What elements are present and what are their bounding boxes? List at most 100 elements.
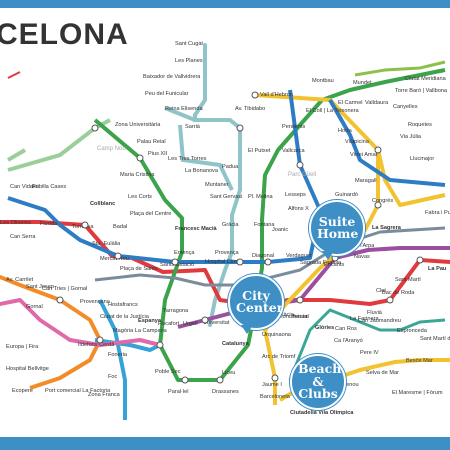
station-label: Mundet [353, 80, 372, 86]
station-label: El Coll | La Teixonera [306, 108, 360, 114]
station-label: Palau Reial [137, 139, 166, 145]
station-label: Ca l'Aranyó [334, 338, 363, 344]
station-label: Tarragona [163, 308, 189, 314]
station-dot [181, 376, 189, 384]
station-dot [264, 258, 272, 266]
station-dot [271, 374, 279, 382]
station-label: Besòs Mar [406, 358, 433, 364]
station-label: Fluvià [367, 310, 383, 316]
highlight-city-center[interactable]: City Center [228, 274, 284, 330]
station-label: Canyelles [393, 104, 418, 110]
station-label: Zona Universitària [115, 122, 161, 128]
station-label: La Bonanova [185, 168, 219, 174]
station-label: Poblenou [335, 382, 359, 388]
station-label: Torre Baró | Vallbona [395, 88, 448, 94]
station-label: Sta. Eulàlia [92, 241, 121, 247]
line-l8 [0, 298, 161, 347]
city-center-pin [241, 325, 253, 334]
station-label: Sant Josep [26, 284, 54, 290]
line-fgc-sarria [164, 106, 196, 122]
station-label: Gornal [26, 304, 43, 310]
station-label: Espanya [138, 318, 162, 324]
station-label: Les Planes [175, 58, 203, 64]
station-label: Can Serra [10, 234, 36, 240]
park-label-camp-nou: Camp Nou [97, 146, 126, 152]
station-dot [296, 161, 304, 169]
station-label: Can Jaumandreu [358, 318, 401, 324]
city-title: CELONA [0, 18, 129, 51]
station-label: Barceloneta [260, 394, 291, 400]
station-label: Gràcia [222, 222, 239, 228]
station-dot [251, 91, 259, 99]
station-label: Sagrada Família [300, 260, 342, 266]
station-label: Llucmajor [410, 156, 434, 162]
line-l5 [7, 89, 322, 264]
station-labels: Sant Cugat Les Planes Baixador de Vallvi… [0, 41, 450, 416]
station-label: Av. Carrilet [6, 277, 34, 283]
station-label: Congrés [372, 198, 393, 204]
station-label: Universitat [203, 320, 230, 326]
line-l1 [0, 220, 450, 308]
station-label: Glòries [315, 325, 334, 331]
station-label: Monumental [278, 314, 309, 320]
station-dot [96, 336, 104, 344]
line-l11 [354, 60, 446, 77]
station-dot [201, 316, 209, 324]
highlight-beach-clubs[interactable]: Beach & Clubs [290, 354, 346, 410]
station-label: Reina Elisenda [165, 106, 204, 112]
station-label: Port comercial La Factoria [45, 388, 111, 394]
station-label: Florida [40, 221, 58, 227]
highlight-suite-home[interactable]: Suite Home [309, 200, 365, 256]
station-label: Magòria La Campana [113, 328, 168, 334]
station-label: Sant Gervasi [210, 194, 242, 200]
station-label: Sant Martí de Provençals [420, 336, 450, 342]
station-label: Liceu [222, 370, 235, 376]
station-label: Rocafort [158, 321, 180, 327]
station-label: Hostafrancs [108, 302, 138, 308]
station-label: Urgell [183, 321, 198, 327]
station-label: Jaume I [262, 382, 282, 388]
station-dot [216, 376, 224, 384]
station-label: Virrei Amat [350, 152, 378, 158]
station-dot [114, 252, 122, 260]
line-l2 [177, 246, 450, 329]
station-dot [156, 341, 164, 349]
station-label: Vall d'Hebron [260, 92, 293, 98]
station-label: Plaça de Sants [120, 266, 158, 272]
station-label: Joanic [272, 227, 288, 233]
station-dot [416, 256, 424, 264]
bottom-border [0, 437, 450, 450]
station-label: Ecopere [12, 388, 33, 394]
station-label: Valldaura [365, 100, 389, 106]
station-label: Clot [376, 288, 386, 294]
station-label: Arc de Triomf [262, 354, 296, 360]
line-funicular [7, 71, 21, 79]
station-label: Ildefons Cerdà [78, 342, 115, 348]
line-l9 [0, 274, 102, 390]
station-dot [136, 154, 144, 162]
station-label: Via Júlia [400, 134, 422, 140]
station-label: Entença [174, 250, 195, 256]
station-label: Maria Cristina [120, 172, 155, 178]
station-label: Les Corts [128, 194, 152, 200]
station-label: Sant Martí [395, 277, 421, 283]
station-label: Provençana [80, 299, 111, 305]
station-dot [91, 124, 99, 132]
station-label: Navas [354, 254, 370, 260]
line-fgc-vallvidrera [193, 43, 242, 327]
station-label: Maragall [355, 178, 376, 184]
station-label: Zona Franca [88, 392, 121, 398]
station-dot [56, 296, 64, 304]
station-label: Tetuan [292, 314, 309, 320]
station-label: Paral·lel [168, 389, 189, 395]
station-label: Sants Estació [160, 262, 194, 268]
top-border [0, 0, 450, 8]
station-label: Hospital Clínic [205, 259, 241, 265]
station-label: Espronceda [397, 328, 428, 334]
station-label: Fontana [254, 222, 275, 228]
station-label: Les Tres Torres [168, 156, 207, 162]
station-label: Badal [113, 224, 127, 230]
station-label: Baixador de Vallvidrera [143, 74, 201, 80]
station-dot [81, 221, 89, 229]
station-label: Pius XII [148, 151, 168, 157]
